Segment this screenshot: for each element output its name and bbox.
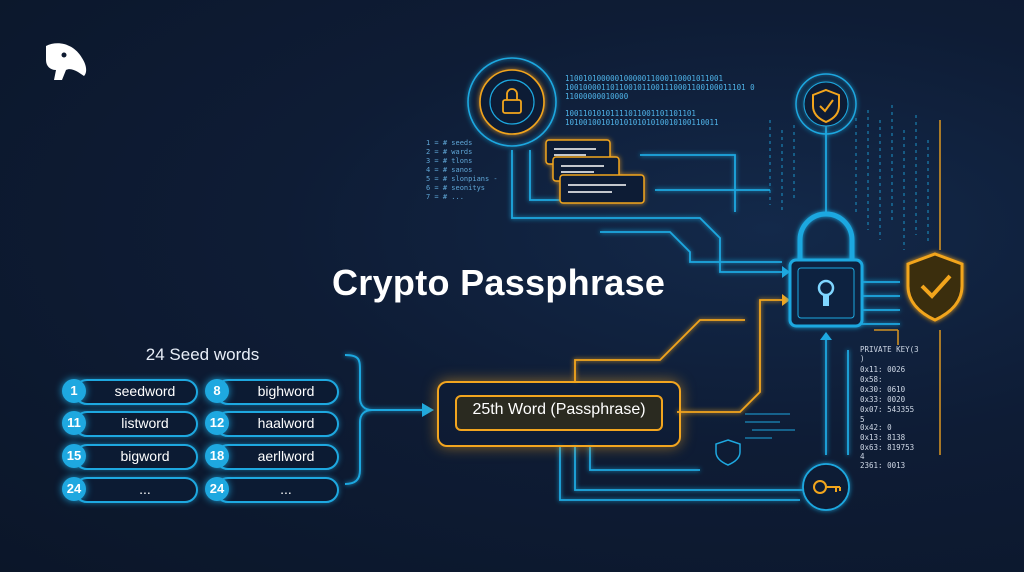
index-item: 5 = # slonpians -: [426, 175, 498, 183]
private-key-line: PRIVATE KEY(3: [860, 345, 919, 354]
seed-word-number: 1: [62, 379, 86, 403]
private-key-line: 4: [860, 452, 865, 461]
seed-word-number: 12: [205, 411, 229, 435]
seed-word-pill: bighword: [215, 379, 339, 405]
small-shield-icon: [795, 73, 857, 135]
index-item: 2 = # wards: [426, 148, 473, 156]
seed-word-label: haalword: [257, 415, 315, 431]
seed-word-pill: aerllword: [215, 444, 339, 470]
shield-check-icon: [906, 252, 964, 322]
passphrase-label: 25th Word (Passphrase): [472, 401, 646, 418]
binary-line-2: 1001000011011001011001110001100100011101…: [565, 83, 755, 92]
seed-word-pill: bigword: [74, 444, 198, 470]
index-item: 4 = # sanos: [426, 166, 473, 174]
logo-icon: [46, 43, 87, 80]
private-key-line: 0x42: 0: [860, 423, 892, 432]
page-title: Crypto Passphrase: [332, 262, 666, 303]
seed-word-pill: ...: [74, 477, 198, 503]
seed-word-number: 15: [62, 444, 86, 468]
private-key-line: 0x30: 0610: [860, 385, 906, 394]
binary-line-5: 1010010010101010101010010100110011: [565, 118, 719, 127]
seed-word-pill: ...: [215, 477, 339, 503]
binary-line-1: 11001010000010000011000110001011001: [565, 74, 724, 83]
index-item: 3 = # tlons: [426, 157, 473, 165]
seed-word-pill: seedword: [74, 379, 198, 405]
seed-word-number: 24: [62, 477, 86, 501]
passphrase-box: [455, 395, 663, 431]
seed-words-title: 24 Seed words: [145, 345, 260, 364]
small-lock-icon: [715, 439, 741, 466]
private-key-line: 0x33: 0020: [860, 395, 906, 404]
private-key-line: 0x63: 819753: [860, 443, 915, 452]
seed-word-label: ...: [139, 481, 151, 497]
private-key-line: 0x58:: [860, 375, 883, 384]
index-item: 1 = # seeds: [426, 139, 473, 147]
index-item: 6 = # seonitys: [426, 184, 486, 192]
gold-traces: [574, 299, 782, 413]
seed-word-number: 8: [205, 379, 229, 403]
binary-line-3: 11000000010000: [565, 92, 629, 101]
seed-word-pill: listword: [74, 411, 198, 437]
main-padlock-icon: [788, 211, 864, 328]
passphrase-frame: [437, 381, 681, 447]
seed-word-label: bighword: [257, 383, 315, 399]
private-key-line: 5: [860, 415, 865, 424]
data-streams: [769, 105, 929, 250]
seed-word-label: seedword: [114, 383, 176, 399]
arrow-to-passphrase: [422, 403, 434, 417]
private-key-line: ): [860, 354, 865, 363]
seed-word-pill: haalword: [215, 411, 339, 437]
binary-line-4: 10011010101111011001101101101: [565, 109, 696, 118]
padlock-icon: [467, 57, 557, 147]
index-item: 7 = # ...: [426, 193, 464, 201]
private-key-line: 0x13: 8138: [860, 433, 906, 442]
private-key-line: 2361: 0013: [860, 461, 906, 470]
data-cards: [545, 139, 645, 204]
seed-word-number: 11: [62, 411, 86, 435]
seed-word-number: 24: [205, 477, 229, 501]
seed-word-label: ...: [280, 481, 292, 497]
private-key-line: 0x07: 543355: [860, 405, 915, 414]
key-icon: [802, 463, 850, 511]
seed-bracket: [344, 354, 425, 485]
seed-word-label: aerllword: [257, 448, 315, 464]
private-key-line: 0x11: 0026: [860, 365, 906, 374]
seed-word-label: bigword: [120, 448, 170, 464]
seed-word-label: listword: [121, 415, 169, 431]
seed-word-number: 18: [205, 444, 229, 468]
trace-arrows: [782, 266, 832, 340]
